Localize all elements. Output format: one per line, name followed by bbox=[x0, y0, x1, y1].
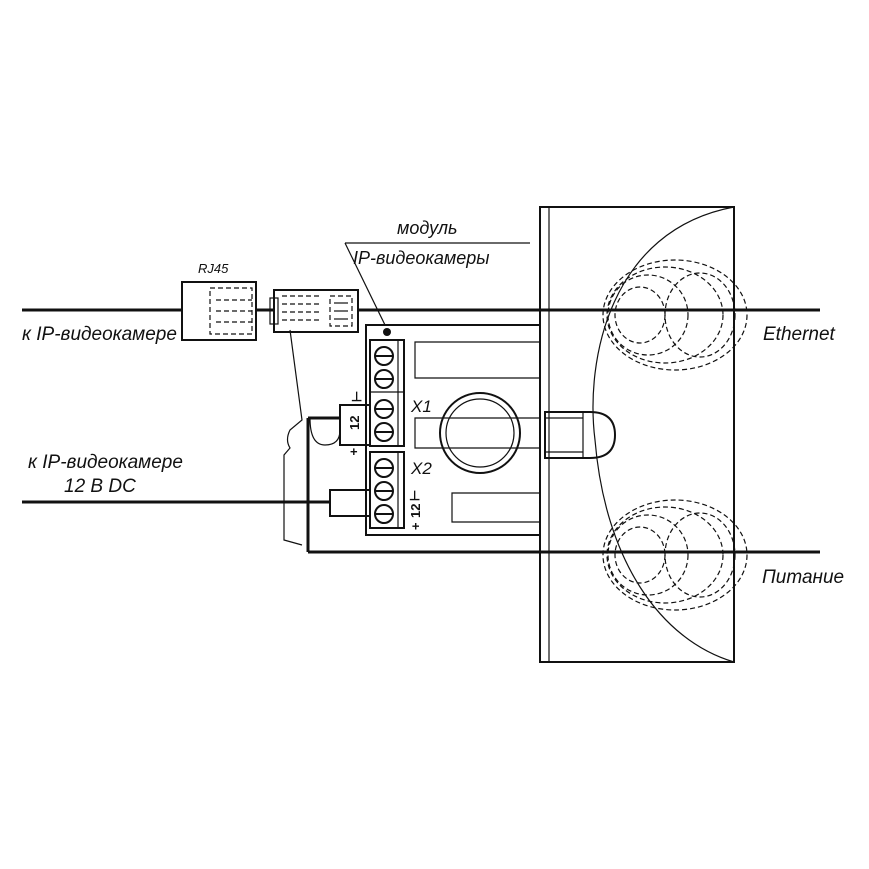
wiring bbox=[22, 242, 820, 554]
to-camera-ethernet-label: к IP-видеокамере bbox=[22, 324, 177, 345]
to-camera-power-label-line2: 12 В DC bbox=[64, 476, 136, 497]
x2-screw-3 bbox=[374, 504, 394, 524]
rj45-coupler bbox=[181, 281, 257, 341]
x1-ground-mark: ⊥ bbox=[351, 389, 362, 404]
cable-gland-top bbox=[602, 259, 748, 371]
x1-12-mark: 12 bbox=[347, 416, 362, 430]
power-label: Питание bbox=[762, 567, 844, 588]
terminal-block-x1 bbox=[369, 339, 405, 447]
x2-screw-2 bbox=[374, 481, 394, 501]
module-label-line1: модуль bbox=[397, 218, 458, 238]
x1-screw-4 bbox=[374, 422, 394, 442]
terminal-block-x2 bbox=[369, 451, 405, 529]
x2-label: X2 bbox=[410, 459, 432, 478]
x2-ground-mark: ⊥ bbox=[409, 488, 420, 503]
x1-label: X1 bbox=[410, 397, 432, 416]
cable-gland-bottom bbox=[602, 499, 748, 611]
ethernet-label: Ethernet bbox=[763, 324, 836, 345]
x1-screw-1 bbox=[374, 346, 394, 366]
x2-plus-mark: + bbox=[408, 522, 423, 530]
module-board bbox=[365, 324, 617, 536]
x1-plus-mark: + bbox=[350, 444, 358, 459]
rj45-label: RJ45 bbox=[198, 261, 229, 276]
module-label-line2: IP-видеокамеры bbox=[353, 248, 490, 268]
rj45-plug bbox=[269, 289, 359, 333]
x2-12-mark: 12 bbox=[408, 504, 423, 518]
x2-screw-1 bbox=[374, 458, 394, 478]
x1-screw-3 bbox=[374, 399, 394, 419]
x1-screw-2 bbox=[374, 369, 394, 389]
to-camera-power-label-line1: к IP-видеокамере bbox=[28, 452, 183, 473]
